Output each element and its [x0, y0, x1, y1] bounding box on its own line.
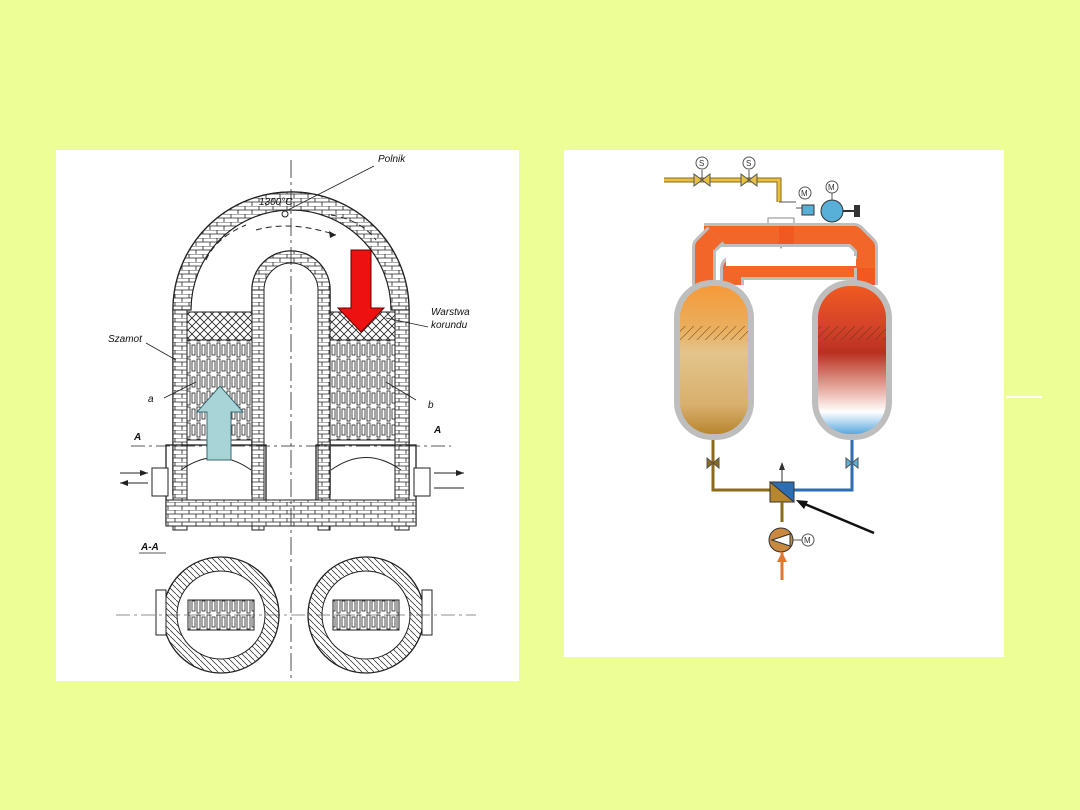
hot-flow-down-arrow — [336, 249, 386, 333]
heat-exchanger — [768, 462, 795, 504]
right-outer-wall — [394, 309, 410, 531]
dryer-drawing: S S M M — [664, 156, 892, 580]
top-motor-assembly[interactable]: M M — [779, 180, 860, 223]
label-section-left: A — [133, 432, 141, 443]
label-polnik: Polnik — [378, 154, 406, 165]
valve-s-2-label: S — [746, 159, 751, 168]
left-outer-wall — [172, 309, 188, 531]
valve-left-bottom[interactable] — [706, 456, 720, 470]
side-rule — [1006, 396, 1042, 398]
label-a: a — [148, 394, 154, 405]
label-section-view: A-A — [140, 542, 159, 553]
motor-pump-label: M — [828, 183, 835, 192]
regenerator-drawing: Polnik 1300°C Warstwa korundu Szamot a b… — [108, 154, 476, 680]
left-corundum-layer — [186, 311, 253, 341]
hot-pipe — [704, 226, 875, 285]
label-warstwa: Warstwa — [431, 307, 470, 318]
motor-small-label: M — [801, 189, 808, 198]
label-section-right: A — [433, 425, 441, 436]
left-adsorber-tank — [674, 280, 754, 440]
valve-s-1-label: S — [699, 159, 704, 168]
bottom-pump[interactable]: M — [768, 527, 815, 553]
pump-icon — [820, 199, 844, 223]
label-szamot: Szamot — [108, 334, 143, 345]
valve-s-1[interactable]: S — [693, 156, 711, 187]
right-adsorber-tank — [812, 280, 892, 440]
motor-bottom-label: M — [804, 536, 811, 545]
regenerator-diagram-panel: Polnik 1300°C Warstwa korundu Szamot a b… — [56, 150, 519, 681]
label-temperature: 1300°C — [259, 197, 293, 208]
pointer-arrow — [799, 500, 875, 535]
label-b: b — [428, 400, 434, 411]
valve-right-bottom[interactable] — [845, 456, 859, 470]
valve-s-2[interactable]: S — [740, 156, 758, 187]
right-checker-bricks — [329, 339, 396, 441]
cold-flow-up-arrow — [195, 385, 245, 461]
dryer-diagram-panel: S S M M — [564, 150, 1004, 657]
label-korundu: korundu — [431, 320, 468, 331]
